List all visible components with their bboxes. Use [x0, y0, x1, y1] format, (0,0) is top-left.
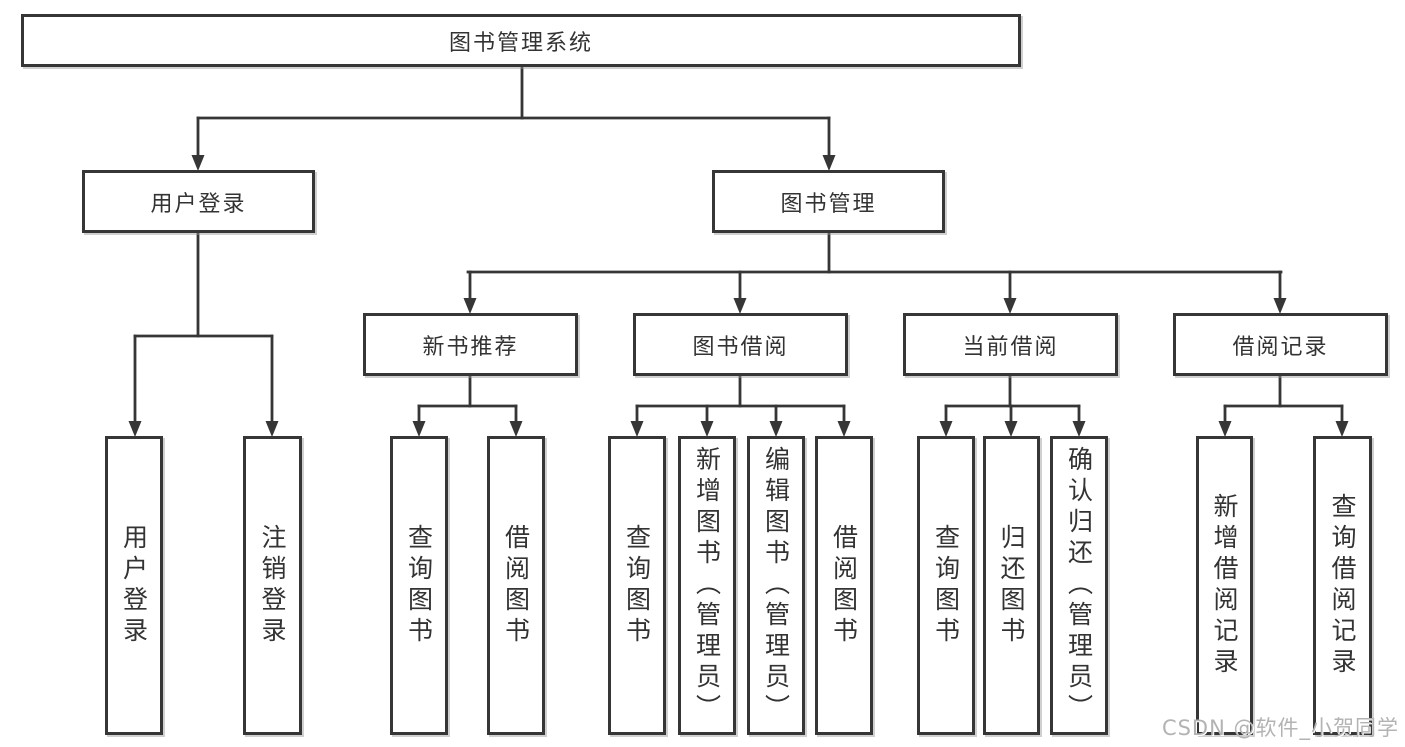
- node-book-borrow: 图书借阅: [633, 313, 848, 376]
- leaf-edit-book-admin: 编辑图书（管理员）: [747, 436, 805, 735]
- leaf-logout: 注销登录: [243, 436, 302, 735]
- leaf-confirm-return-admin: 确认归还（管理员）: [1050, 436, 1108, 735]
- node-current-borrow: 当前借阅: [903, 313, 1118, 376]
- leaf-borrow-books: 借阅图书: [815, 436, 873, 735]
- leaf-query-books-current: 查询图书: [917, 436, 975, 735]
- node-borrow-records: 借阅记录: [1173, 313, 1388, 376]
- leaf-query-borrow-record: 查询借阅记录: [1313, 436, 1372, 735]
- leaf-borrow-books-recommend: 借阅图书: [487, 436, 545, 735]
- node-root-system: 图书管理系统: [21, 14, 1021, 67]
- leaf-add-borrow-record: 新增借阅记录: [1196, 436, 1253, 735]
- leaf-user-login: 用户登录: [105, 436, 163, 735]
- node-user-login: 用户登录: [82, 170, 315, 233]
- node-new-book-recommend: 新书推荐: [363, 313, 578, 376]
- leaf-query-books-borrow: 查询图书: [608, 436, 666, 735]
- node-book-management: 图书管理: [712, 170, 945, 233]
- leaf-return-book: 归还图书: [983, 436, 1040, 735]
- leaf-query-books-recommend: 查询图书: [390, 436, 448, 735]
- arrowheads: [128, 155, 1349, 437]
- leaf-add-book-admin: 新增图书（管理员）: [678, 436, 736, 735]
- csdn-watermark: CSDN @软件_小贺同学: [1161, 716, 1399, 740]
